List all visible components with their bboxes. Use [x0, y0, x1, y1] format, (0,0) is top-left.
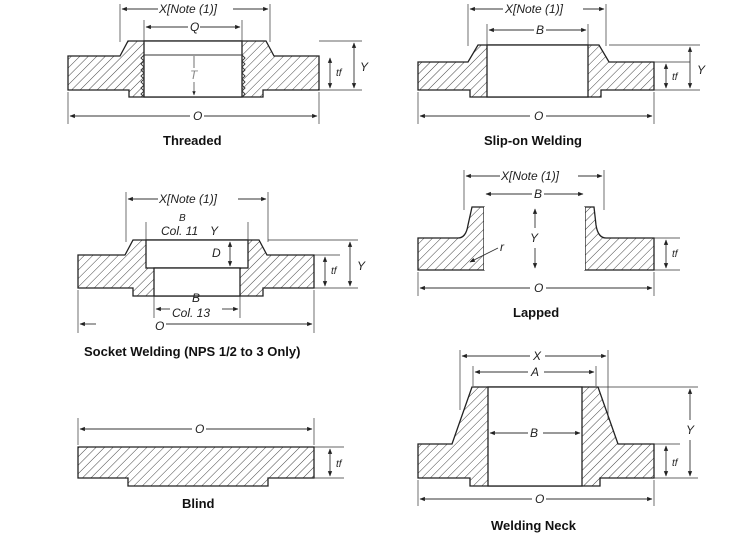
- slip-on-caption: Slip-on Welding: [484, 133, 582, 148]
- lapped-r-label: r: [500, 240, 505, 254]
- lapped-o-label: O: [534, 281, 543, 295]
- blind-o-label: O: [195, 422, 204, 436]
- threaded-t-label: T: [190, 68, 199, 82]
- slip-on-x-label: X[Note (1)]: [504, 2, 564, 16]
- socket-tf-label: tf: [331, 266, 338, 277]
- welding-neck-caption: Welding Neck: [491, 518, 577, 533]
- blind-flange-drawing: O tf Blind: [77, 418, 344, 511]
- threaded-x-label: X[Note (1)]: [158, 2, 218, 16]
- socket-y-inner-label: Y: [210, 224, 219, 238]
- lapped-flange-drawing: r X[Note (1)] B Y tf O Lapped: [417, 169, 680, 320]
- welding-neck-a-label: A: [530, 365, 539, 379]
- lapped-caption: Lapped: [513, 305, 559, 320]
- socket-o-label: O: [155, 319, 164, 333]
- threaded-caption: Threaded: [163, 133, 222, 148]
- socket-b-bottom-label: B: [192, 291, 200, 305]
- blind-tf-label: tf: [336, 459, 343, 470]
- welding-neck-y-label: Y: [686, 423, 695, 437]
- slip-on-o-label: O: [534, 109, 543, 123]
- blind-caption: Blind: [182, 496, 215, 511]
- slip-on-b-label: B: [536, 23, 544, 37]
- welding-neck-b-label: B: [530, 426, 538, 440]
- lapped-b-label: B: [534, 187, 542, 201]
- slip-on-tf-label: tf: [672, 72, 679, 83]
- socket-welding-flange-drawing: X[Note (1)] B Col. 11 Y D tf Y B Col. 13…: [77, 192, 366, 359]
- socket-col11-label: Col. 11: [161, 224, 198, 238]
- socket-x-label: X[Note (1)]: [158, 192, 218, 206]
- welding-neck-flange-drawing: X A B Y tf O Welding Neck: [417, 349, 698, 533]
- socket-caption: Socket Welding (NPS 1/2 to 3 Only): [84, 344, 300, 359]
- threaded-tf-label: tf: [336, 68, 343, 79]
- socket-d-label: D: [212, 246, 221, 260]
- slip-on-y-label: Y: [697, 63, 706, 77]
- threaded-y-label: Y: [360, 60, 369, 74]
- socket-col13-label: Col. 13: [172, 306, 210, 320]
- threaded-flange-drawing: X[Note (1)] Q T tf Y O Threaded: [67, 2, 369, 148]
- lapped-x-label: X[Note (1)]: [500, 169, 560, 183]
- welding-neck-o-label: O: [535, 492, 544, 506]
- welding-neck-x-label: X: [532, 349, 542, 363]
- threaded-o-label: O: [193, 109, 202, 123]
- threaded-q-label: Q: [190, 20, 199, 34]
- slip-on-flange-drawing: X[Note (1)] B tf Y O Slip-on Welding: [417, 2, 706, 148]
- lapped-tf-label: tf: [672, 249, 679, 260]
- lapped-y-label: Y: [530, 231, 539, 245]
- socket-y-label: Y: [357, 259, 366, 273]
- welding-neck-tf-label: tf: [672, 458, 679, 469]
- socket-b-top-label: B: [179, 213, 186, 224]
